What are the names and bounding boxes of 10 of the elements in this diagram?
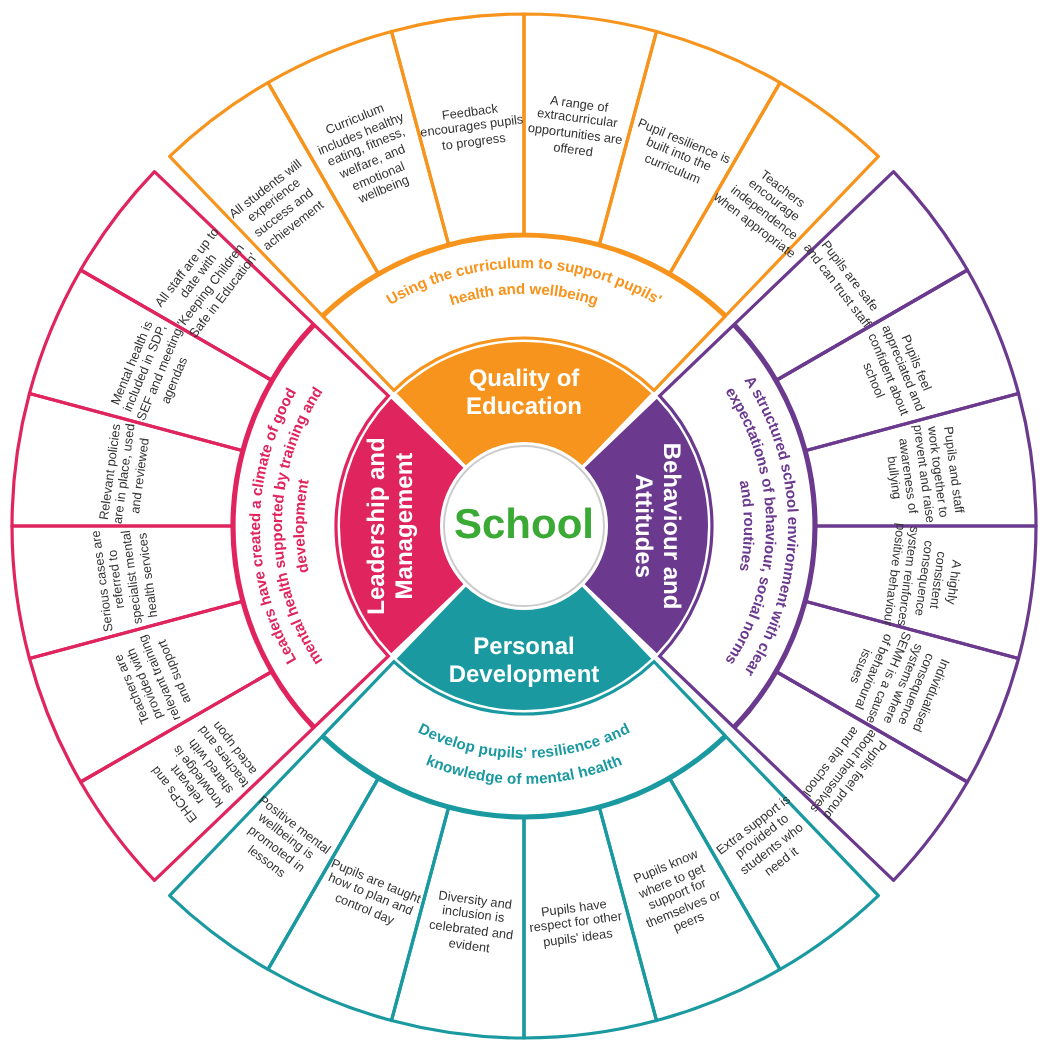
ring-band: [232, 323, 390, 729]
segment-label: Quality of Education: [463, 361, 584, 424]
center-circle: [443, 445, 605, 607]
segment-label: Personal Development: [446, 629, 602, 692]
segment-label: Behaviour and Attitudes: [628, 440, 689, 614]
center-label: School: [451, 500, 596, 552]
ring-band: [658, 323, 816, 729]
ring-band: [321, 234, 727, 392]
segment-label: Leadership and Management: [359, 436, 420, 616]
ring-band: [321, 660, 727, 818]
